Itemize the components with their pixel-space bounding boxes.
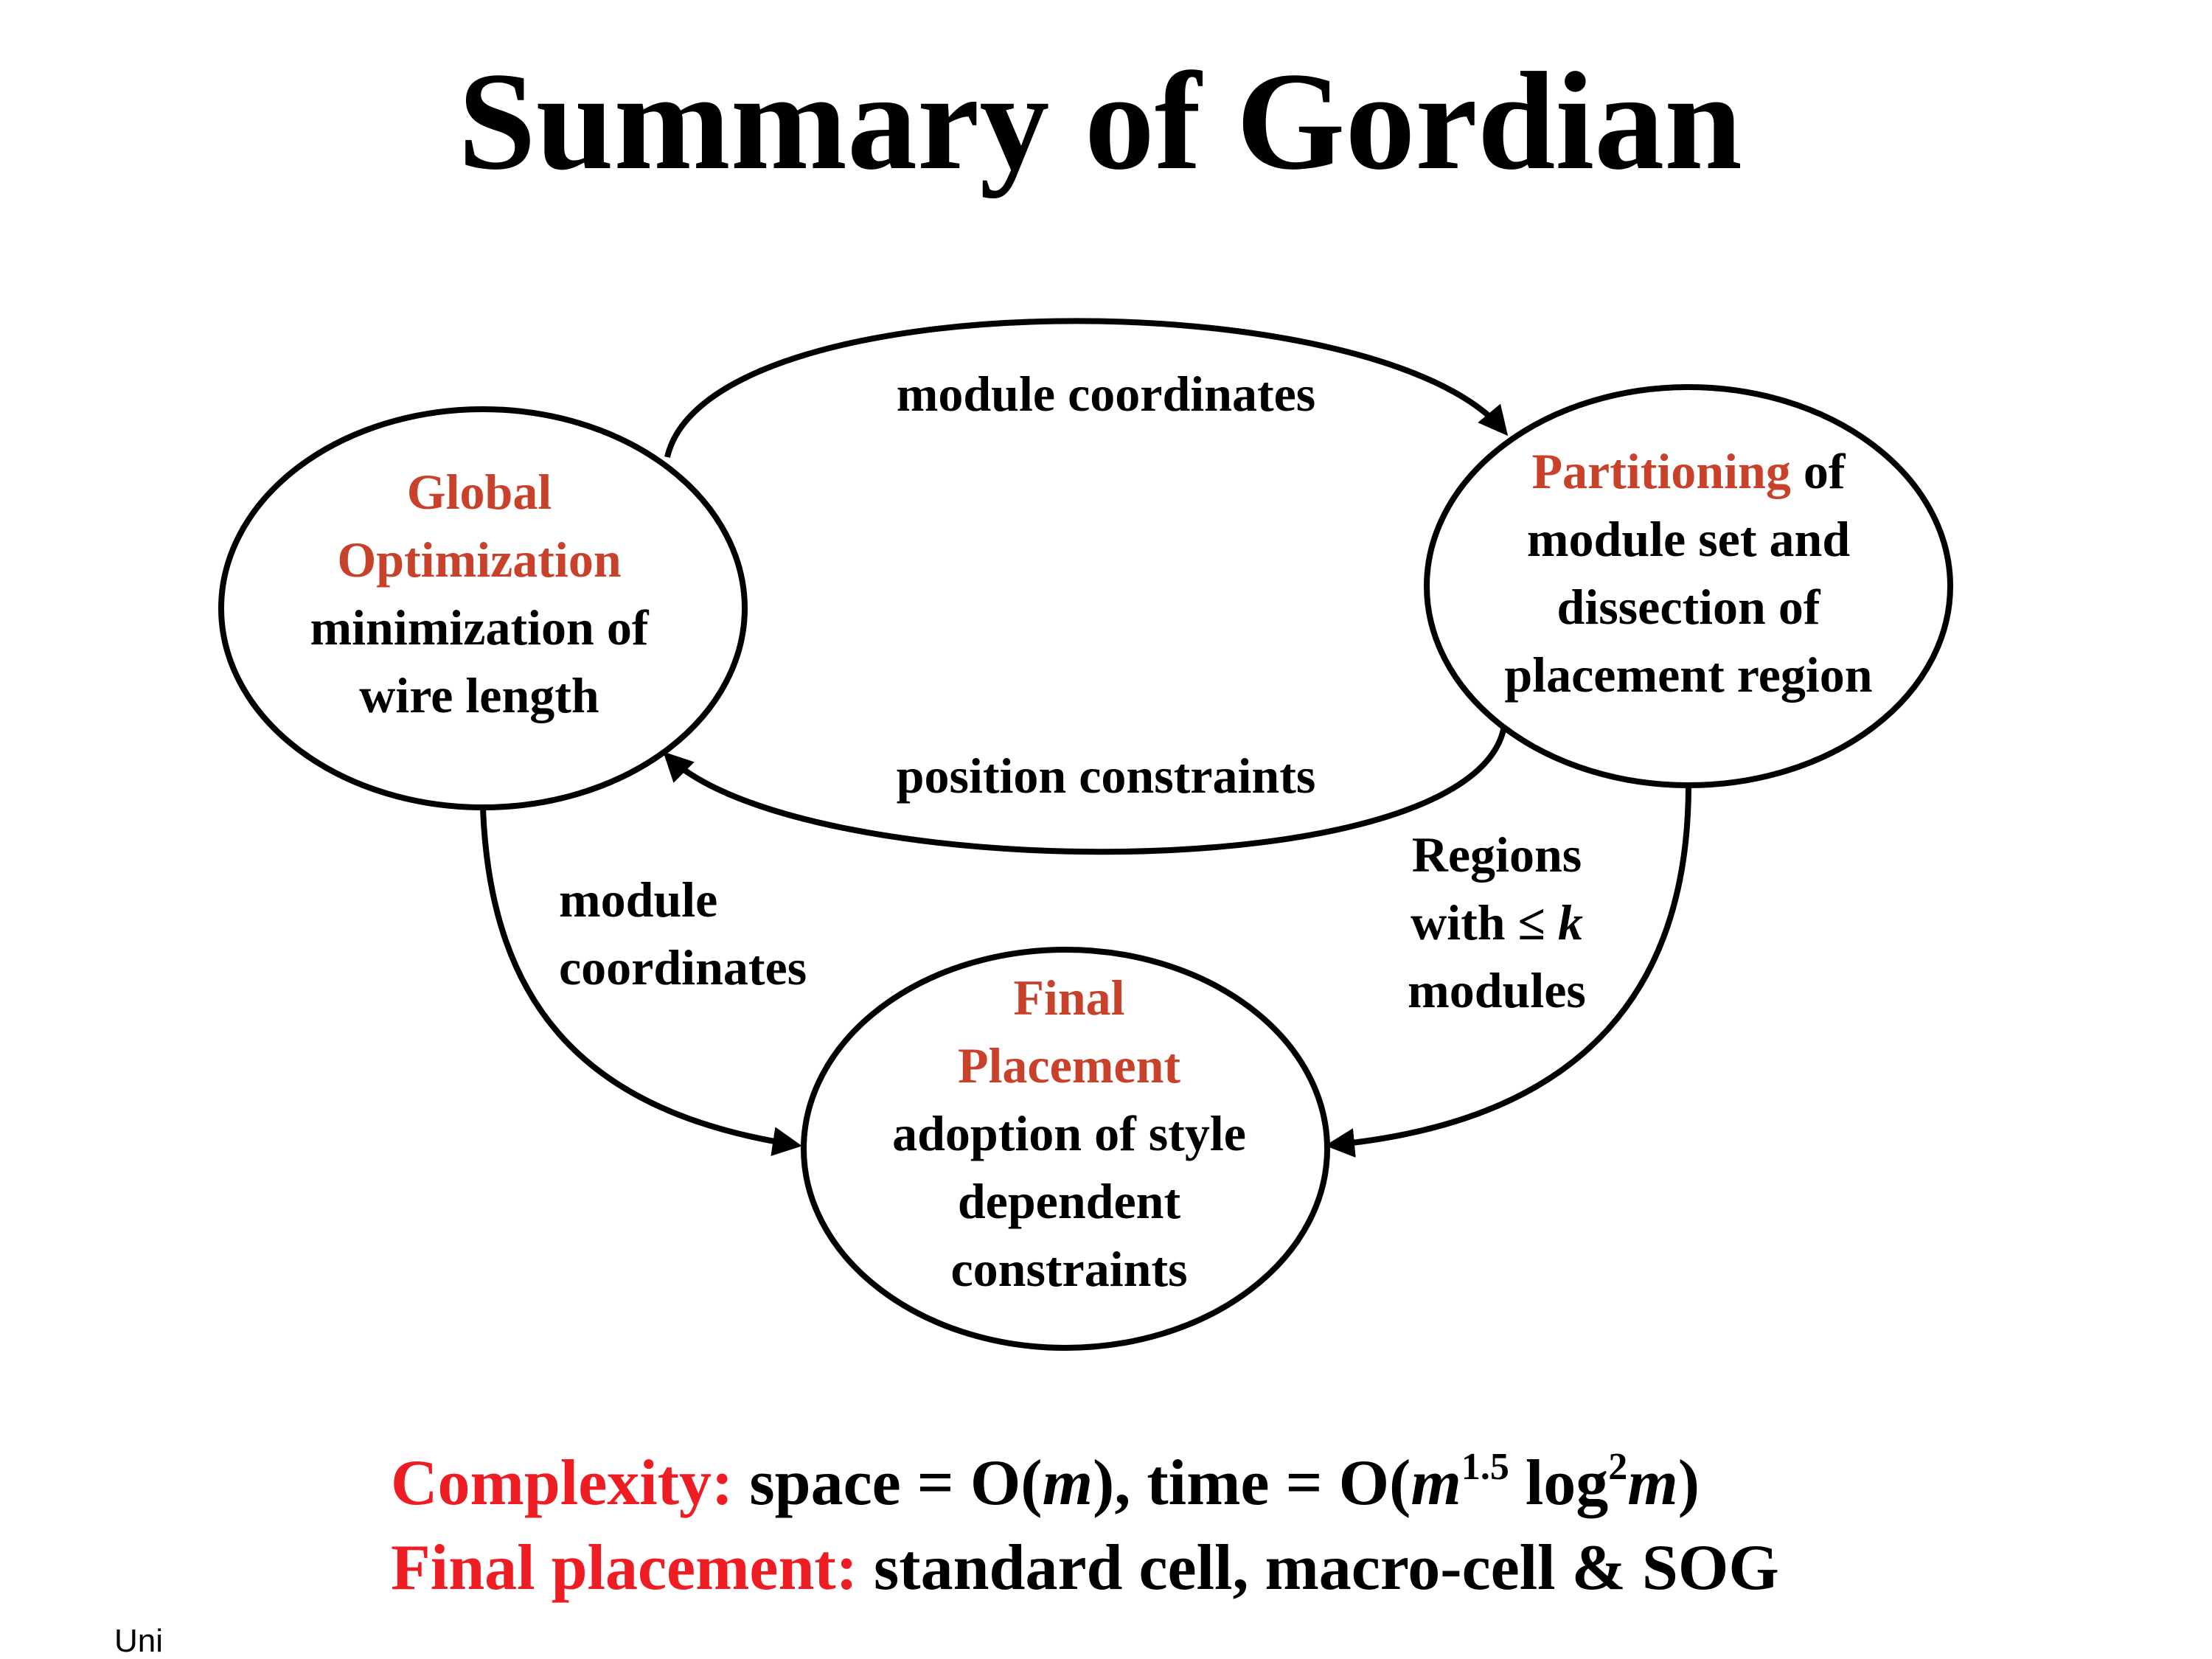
complexity-line: Complexity: space = O(m), time = O(m1.5 … (391, 1446, 1700, 1519)
edge-label-left: module coordinates (559, 872, 807, 995)
svg-text:adoption of style: adoption of style (892, 1105, 1246, 1161)
svg-text:with ≤ k: with ≤ k (1411, 894, 1583, 950)
svg-text:minimization of: minimization of (310, 599, 650, 655)
svg-text:Global: Global (407, 464, 552, 520)
svg-text:placement region: placement region (1504, 647, 1872, 703)
svg-text:Partitioning of: Partitioning of (1532, 443, 1846, 499)
node-global-text: Global Optimization minimization of wire… (310, 464, 650, 723)
page-title: Summary of Gordian (458, 44, 1742, 199)
edge-partition-to-final (1325, 785, 1691, 1158)
edge-global-to-partition (664, 318, 1509, 458)
final-placement-line: Final placement: standard cell, macro-ce… (391, 1532, 1779, 1604)
edge-global-to-final (480, 807, 802, 1156)
svg-text:Placement: Placement (958, 1037, 1180, 1093)
footer-text: Uni (114, 1623, 163, 1659)
svg-text:Optimization: Optimization (337, 532, 621, 588)
svg-text:dependent: dependent (958, 1173, 1181, 1229)
node-global-optimization (218, 406, 748, 810)
edge-label-middle: position constraints (897, 748, 1316, 804)
svg-text:coordinates: coordinates (559, 939, 807, 995)
node-partitioning (1424, 384, 1953, 788)
node-partition-text: Partitioning of module set and dissectio… (1504, 443, 1872, 703)
svg-text:constraints: constraints (950, 1241, 1187, 1297)
svg-text:module set and: module set and (1527, 511, 1850, 567)
svg-text:dissection of: dissection of (1557, 579, 1821, 635)
svg-text:wire length: wire length (359, 667, 599, 723)
svg-text:Regions: Regions (1412, 827, 1582, 883)
svg-text:module: module (559, 872, 717, 928)
edge-label-top: module coordinates (897, 366, 1316, 422)
svg-text:Final: Final (1013, 970, 1124, 1026)
node-final-text: Final Placement adoption of style depend… (892, 970, 1246, 1297)
edge-partition-to-global (663, 726, 1507, 855)
node-final-placement (801, 947, 1330, 1351)
edge-label-right: Regions with ≤ k modules (1408, 827, 1586, 1018)
svg-text:modules: modules (1408, 962, 1586, 1018)
